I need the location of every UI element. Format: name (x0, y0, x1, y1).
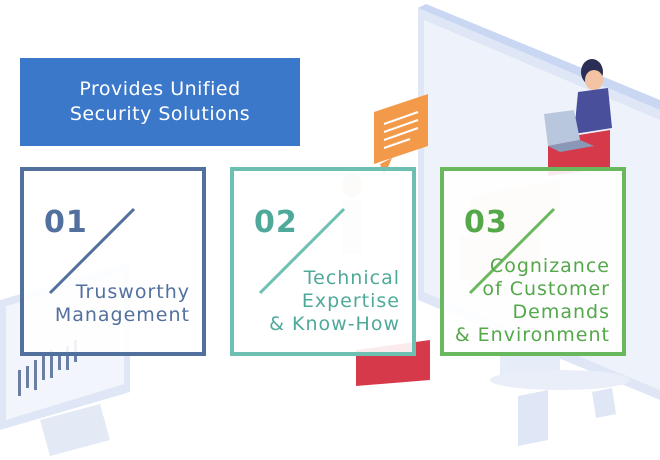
feature-label: Technical Expertise & Know-How (269, 267, 400, 336)
diagonal-slash-icon (468, 207, 556, 295)
diagonal-slash-icon (258, 207, 346, 295)
banner-line-1: Provides Unified (79, 78, 241, 100)
feature-label-line: of Customer (482, 278, 610, 300)
laptop-icon (544, 110, 594, 152)
feature-number: 01 (44, 205, 88, 240)
feature-label: Trusworthy Management (55, 281, 190, 327)
feature-card-02: 02 Technical Expertise & Know-How (230, 167, 416, 356)
feature-card-01: 01 Trusworthy Management (20, 167, 206, 356)
banner-line-2: Security Solutions (69, 103, 251, 125)
feature-number: 02 (254, 205, 298, 240)
feature-label-line: Technical (303, 267, 400, 289)
feature-label: Cognizance of Customer Demands & Environ… (455, 255, 610, 347)
feature-label-line: Demands (512, 301, 610, 323)
feature-card-03: 03 Cognizance of Customer Demands & Envi… (440, 167, 626, 356)
feature-label-line: Management (54, 304, 190, 326)
person-illustration (544, 59, 612, 176)
headline-banner: Provides Unified Security Solutions (20, 58, 300, 146)
feature-label-line: & Know-How (269, 313, 400, 335)
feature-label-line: Expertise (301, 290, 400, 312)
feature-label-line: Trusworthy (75, 281, 190, 303)
diagonal-slash-icon (48, 207, 136, 295)
speech-bubble-icon (374, 94, 428, 176)
feature-label-line: & Environment (454, 324, 610, 346)
feature-label-line: Cognizance (489, 255, 610, 277)
feature-number: 03 (464, 205, 508, 240)
